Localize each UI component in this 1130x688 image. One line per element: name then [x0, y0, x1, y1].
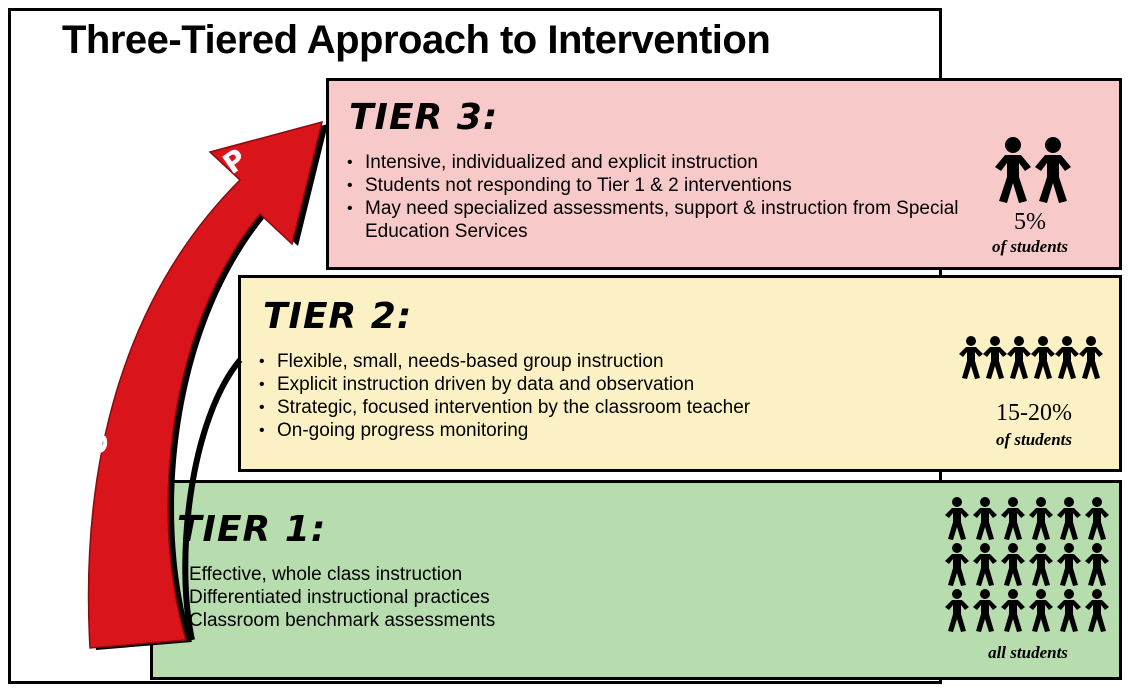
tier-3-heading: TIER 3:	[349, 97, 499, 138]
tier-3-percent: 5%	[1014, 209, 1046, 235]
tier-2-percent: 15-20%	[996, 400, 1072, 426]
arrow-body	[87, 120, 324, 649]
tier-2-bullets: Flexible, small, needs-based group instr…	[257, 350, 957, 442]
tier-1-heading: TIER 1:	[177, 509, 327, 550]
tier-2-box: TIER 2: Flexible, small, needs-based gro…	[238, 275, 1122, 472]
tier-1-box: TIER 1: Effective, whole class instructi…	[150, 480, 1122, 680]
two-people-chain-icon	[995, 137, 1071, 203]
tier-2-caption: of students	[995, 430, 1073, 449]
tier-3-bullet: Students not responding to Tier 1 & 2 in…	[345, 174, 985, 197]
tier-2-bullet: Strategic, focused intervention by the c…	[257, 396, 957, 419]
tier-2-bullet: Explicit instruction driven by data and …	[257, 373, 957, 396]
person-figure	[1035, 137, 1071, 203]
tier-2-heading: TIER 2:	[263, 296, 413, 337]
diagram-title: Three-Tiered Approach to Intervention	[62, 18, 771, 62]
tier-3-bullet: Intensive, individualized and explicit i…	[345, 151, 985, 174]
tier-3-bullet: May need specialized assessments, suppor…	[345, 197, 985, 243]
tier-3-bullets: Intensive, individualized and explicit i…	[345, 151, 985, 243]
tier-2-bullet: Flexible, small, needs-based group instr…	[257, 350, 957, 373]
tier-2-bullet: On-going progress monitoring	[257, 419, 957, 442]
tier-3-caption: of students	[991, 237, 1069, 256]
tier-1-bullets: Effective, whole class instruction Diffe…	[169, 563, 809, 632]
tier-3-box: TIER 3: Intensive, individualized and ex…	[326, 78, 1122, 270]
tier-1-caption: all students	[988, 643, 1068, 662]
person-figure	[995, 137, 1031, 203]
arrow-inner-edge	[182, 358, 243, 641]
